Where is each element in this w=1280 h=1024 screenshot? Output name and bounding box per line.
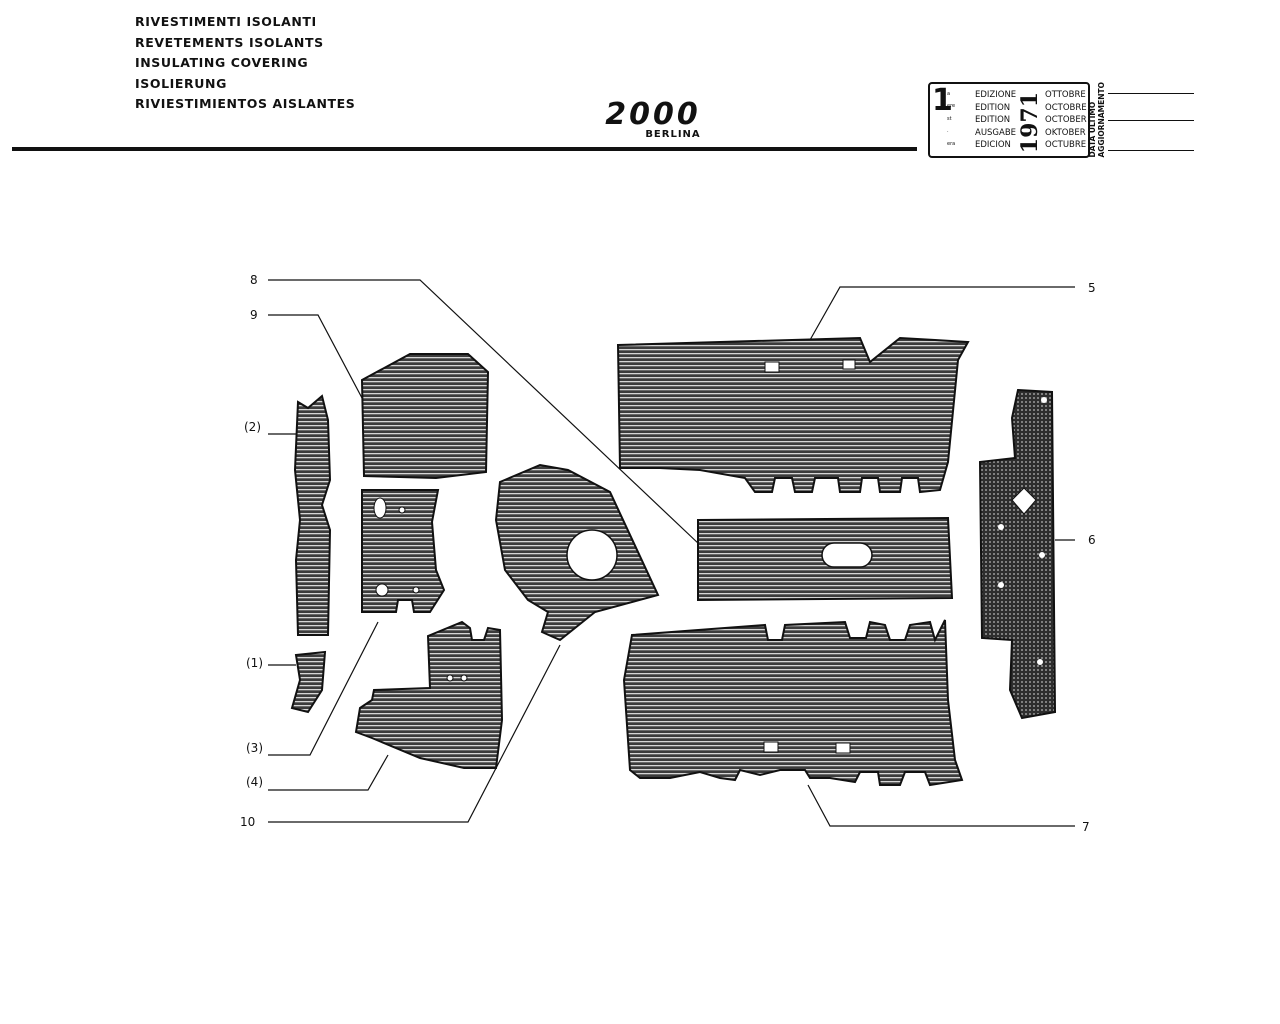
part-4-hole	[446, 674, 454, 682]
part-6-side-panel	[978, 388, 1057, 720]
model-number: 2000	[605, 97, 701, 132]
edition-ordinal: .	[947, 128, 949, 134]
part-4-hole	[460, 674, 468, 682]
edition-month: OCTOBRE	[1045, 102, 1087, 113]
part-3-kick-panel	[361, 489, 446, 613]
edition-ordinal: st	[947, 116, 952, 122]
leader-lines	[268, 279, 1075, 827]
callout-1: (1)	[246, 656, 263, 670]
title-italian: RIVESTIMENTI ISOLANTI	[135, 14, 317, 29]
callout-3: (3)	[246, 741, 263, 755]
leader-7	[807, 784, 1075, 827]
edition-number: 1	[932, 83, 953, 118]
callout-6: 6	[1088, 533, 1096, 547]
edition-ordinal: a	[947, 91, 951, 97]
title-spanish: RIVIESTIMIENTOS AISLANTES	[135, 96, 356, 111]
part-8-opening	[821, 542, 873, 568]
part-9-dash-panel	[360, 353, 490, 480]
leader-3	[268, 621, 379, 756]
part-1-curved-piece	[290, 650, 327, 714]
update-line	[1108, 93, 1194, 94]
part-10-opening	[566, 529, 618, 581]
part-5-slot	[842, 359, 856, 370]
part-7-floor-mat-rear	[622, 619, 964, 787]
callout-7: 7	[1082, 820, 1090, 834]
leader-10	[268, 644, 561, 823]
part-3-hole	[412, 586, 420, 594]
part-6-hole	[1039, 552, 1045, 558]
edition-box: 1 a ere st . era EDIZIONE EDITION EDITIO…	[928, 82, 1090, 158]
edition-ordinal: era	[947, 141, 956, 147]
callout-4: (4)	[246, 775, 263, 789]
part-4-lower-panel	[354, 620, 504, 769]
title-french: REVETEMENTS ISOLANTS	[135, 34, 324, 50]
part-6-hole	[1041, 397, 1047, 403]
update-line	[1108, 120, 1194, 121]
edition-word: EDITION	[975, 115, 1011, 125]
part-6-hole	[998, 524, 1004, 530]
title-german: ISOLIERUNG	[135, 75, 227, 91]
edition-word: EDIZIONE	[975, 90, 1017, 100]
edition-word: AUSGABE	[975, 127, 1017, 138]
edition-month: OCTUBRE	[1045, 140, 1087, 150]
header-rule	[12, 147, 917, 151]
callout-10: 10	[240, 815, 255, 829]
update-line	[1108, 150, 1194, 151]
title-list: RIVESTIMENTI ISOLANTI REVETEMENTS ISOLAN…	[135, 12, 355, 115]
edition-month: OTTOBRE	[1045, 90, 1086, 100]
part-2-pillar-strip	[293, 394, 332, 636]
edition-word: EDITION	[975, 102, 1011, 113]
edition-months: OTTOBRE OCTOBRE OCTOBER OKTOBER OCTUBRE	[1045, 89, 1087, 152]
model-subtitle: BERLINA	[645, 129, 701, 140]
part-3-hole	[375, 583, 389, 597]
callout-5: 5	[1088, 281, 1096, 295]
leader-9	[268, 314, 363, 399]
leader-4	[268, 754, 389, 791]
model-logo: 2000 BERLINA	[588, 97, 718, 141]
edition-word: EDICION	[975, 140, 1011, 150]
edition-ordinal: ere	[947, 103, 956, 109]
part-5-floor-mat-front	[616, 336, 970, 494]
leader-8	[268, 279, 701, 546]
callout-8: 8	[250, 273, 258, 287]
callout-2: (2)	[244, 420, 261, 434]
leader-5	[809, 286, 1075, 341]
edition-month: OCTOBER	[1045, 115, 1087, 125]
part-3-hole	[373, 497, 387, 519]
part-6-hole	[1037, 659, 1043, 665]
edition-words: EDIZIONE EDITION EDITION AUSGABE EDICION	[975, 89, 1016, 152]
part-7-slot	[835, 742, 851, 754]
callout-9: 9	[250, 308, 258, 322]
part-3-hole	[398, 506, 406, 514]
part-7-slot	[763, 741, 779, 753]
part-6-opening	[1011, 487, 1037, 515]
part-5-slot	[764, 361, 780, 373]
edition-month: OKTOBER	[1045, 127, 1086, 138]
part-6-hole	[998, 582, 1004, 588]
title-english: INSULATING COVERING	[135, 55, 309, 70]
